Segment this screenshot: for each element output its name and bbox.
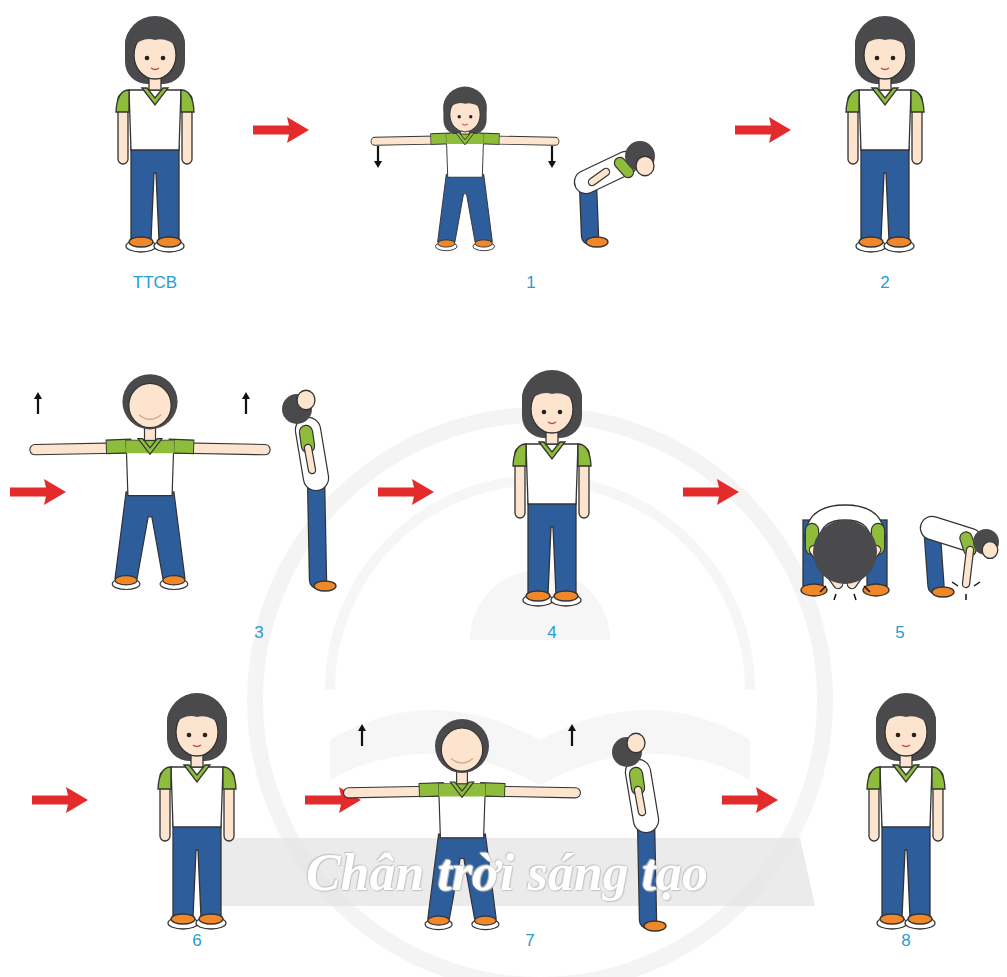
direction-arrow (548, 146, 556, 168)
direction-arrow (374, 146, 382, 168)
side-view-figure (282, 390, 336, 591)
direction-arrow (568, 724, 576, 746)
side-view-figure (612, 733, 666, 931)
girl-figure (801, 505, 889, 600)
girl-figure (158, 693, 236, 929)
girl-figure (116, 16, 194, 252)
pose-number: 1 (526, 273, 535, 293)
direction-arrow (358, 724, 366, 746)
flow-arrow (378, 479, 434, 505)
pose-number: 6 (192, 931, 201, 951)
pose-number: 3 (254, 623, 263, 643)
pose-number: 8 (901, 931, 910, 951)
pose-number: TTCB (133, 273, 177, 293)
direction-arrow (34, 392, 42, 414)
flow-arrow (253, 117, 309, 143)
pose-number: 4 (547, 623, 556, 643)
direction-arrow (242, 392, 250, 414)
flow-arrow (10, 479, 66, 505)
pose-number: 7 (525, 931, 534, 951)
watermark-banner (200, 838, 815, 906)
flow-arrow (722, 787, 778, 813)
girl-figure (867, 693, 945, 929)
girl-figure (35, 374, 265, 589)
side-view-figure (586, 141, 655, 247)
watermark: Chân trời sáng tạo (306, 843, 708, 902)
girl-figure (846, 16, 924, 252)
girl-figure (375, 87, 555, 251)
girl-figure (513, 370, 591, 606)
flow-arrow (735, 117, 791, 143)
flow-arrow (32, 787, 88, 813)
flow-arrow (683, 479, 739, 505)
pose-number: 5 (895, 623, 904, 643)
side-view-figure (932, 528, 999, 600)
pose-number: 2 (880, 273, 889, 293)
